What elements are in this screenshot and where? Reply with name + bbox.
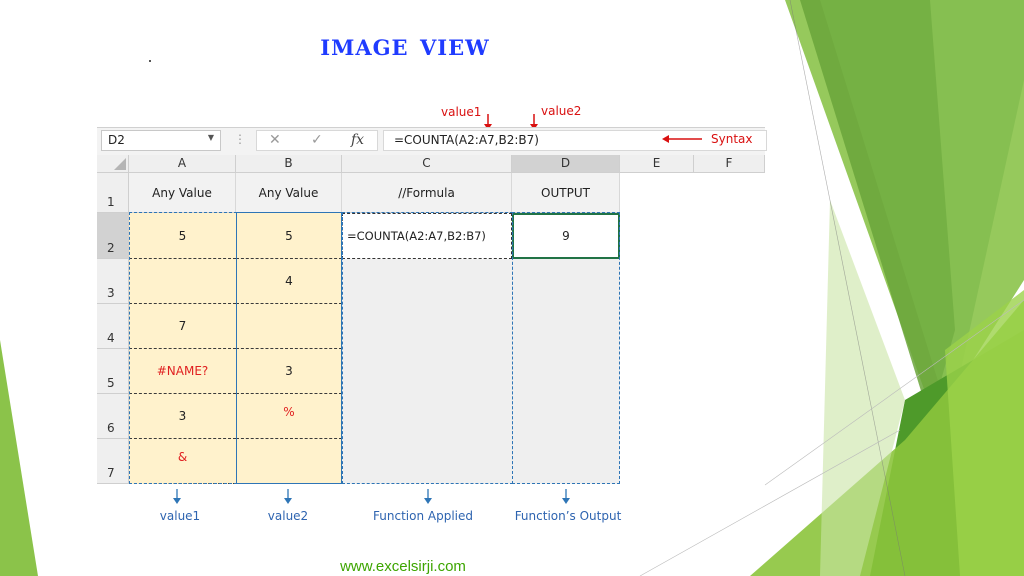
- cell-d2[interactable]: 9: [512, 213, 620, 259]
- corner-triangle-icon: [113, 158, 126, 170]
- cell-a4[interactable]: 7: [129, 304, 236, 349]
- value2-top-label: value2: [541, 104, 582, 118]
- cell-a7[interactable]: &: [129, 439, 236, 484]
- row-header-1[interactable]: 1: [97, 173, 129, 213]
- name-box-value: D2: [108, 133, 125, 147]
- value1-top-label: value1: [441, 105, 482, 119]
- confirm-icon[interactable]: ✓: [311, 132, 323, 148]
- value2-bottom-label: value2: [267, 509, 309, 523]
- column-header-f[interactable]: F: [694, 155, 765, 173]
- cell-b3[interactable]: 4: [236, 259, 342, 304]
- value1-bottom-label: value1: [159, 509, 201, 523]
- column-header-e[interactable]: E: [620, 155, 694, 173]
- syntax-label: Syntax: [711, 132, 753, 146]
- output-down-arrow-icon: [562, 489, 570, 504]
- cell-b4[interactable]: [236, 304, 342, 349]
- row-header-6[interactable]: 6: [97, 394, 129, 439]
- cell-b2[interactable]: 5: [236, 213, 342, 259]
- header-cell-d[interactable]: OUTPUT: [512, 173, 620, 213]
- column-header-d[interactable]: D: [512, 155, 620, 173]
- row-header-3[interactable]: 3: [97, 259, 129, 304]
- column-c-empty-range: [342, 259, 512, 484]
- formula-input[interactable]: =COUNTA(A2:A7,B2:B7): [383, 130, 767, 151]
- header-cell-a[interactable]: Any Value: [129, 173, 236, 213]
- select-all-corner[interactable]: [97, 155, 129, 173]
- column-header-a[interactable]: A: [129, 155, 236, 173]
- insert-function-icon[interactable]: fx: [351, 132, 365, 148]
- cell-c2[interactable]: =COUNTA(A2:A7,B2:B7): [342, 213, 512, 259]
- function-down-arrow-icon: [424, 489, 432, 504]
- cancel-icon[interactable]: ✕: [269, 132, 281, 148]
- column-header-b[interactable]: B: [236, 155, 342, 173]
- header-cell-c[interactable]: //Formula: [342, 173, 512, 213]
- chevron-down-icon[interactable]: ▼: [207, 133, 214, 142]
- decorative-dot: [149, 60, 151, 62]
- column-d-empty-range: [512, 259, 620, 484]
- output-range-outline: [512, 212, 620, 484]
- value1-range-outline: [129, 212, 237, 484]
- row-header-5[interactable]: 5: [97, 349, 129, 394]
- row-header-7[interactable]: 7: [97, 439, 129, 484]
- cell-a6[interactable]: 3: [129, 394, 236, 439]
- cell-a2[interactable]: 5: [129, 213, 236, 259]
- cell-a5[interactable]: #NAME?: [129, 349, 236, 394]
- function-output-label: Function’s Output: [514, 509, 622, 523]
- formula-text: =COUNTA(A2:A7,B2:B7): [394, 133, 539, 147]
- name-box[interactable]: D2 ▼: [101, 130, 221, 151]
- function-range-outline: [342, 212, 513, 484]
- row-header-4[interactable]: 4: [97, 304, 129, 349]
- website-link[interactable]: www.excelsirji.com: [340, 558, 466, 575]
- formula-bar-buttons: ✕ ✓ fx: [256, 130, 378, 151]
- column-header-c[interactable]: C: [342, 155, 512, 173]
- value2-down-arrow-icon: [284, 489, 292, 504]
- syntax-arrow-icon: [662, 135, 702, 143]
- cell-b7[interactable]: [236, 439, 342, 484]
- slide-title: Image View: [320, 28, 490, 63]
- value2-range-outline: [236, 212, 342, 484]
- formula-bar-grip-icon: ⋮: [234, 132, 246, 146]
- cell-a3[interactable]: [129, 259, 236, 304]
- value1-down-arrow-icon: [173, 489, 181, 504]
- function-applied-label: Function Applied: [373, 509, 473, 523]
- cell-b6[interactable]: %: [236, 394, 342, 439]
- header-cell-b[interactable]: Any Value: [236, 173, 342, 213]
- row-header-2[interactable]: 2: [97, 213, 129, 259]
- cell-b5[interactable]: 3: [236, 349, 342, 394]
